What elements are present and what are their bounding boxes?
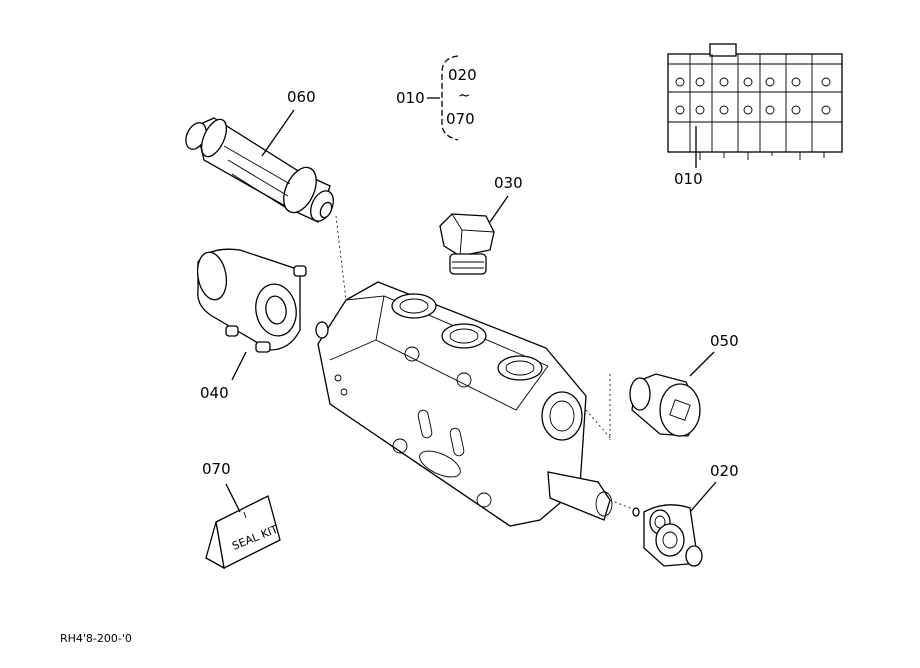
part-040-cover-block: 040 xyxy=(196,248,307,402)
drawing-number: RH4'8-200-'0 xyxy=(60,632,132,645)
valve-assembly-thumbnail: 010 xyxy=(667,43,843,188)
part-range-callout: 010 020 ~ 070 xyxy=(396,55,477,141)
valve-body xyxy=(315,281,613,527)
range-tilde: ~ xyxy=(458,86,471,104)
part-070-seal-kit: SEAL KIT 070 xyxy=(202,460,281,570)
part-010-label: 010 xyxy=(674,170,703,188)
range-end-label: 070 xyxy=(446,110,475,128)
part-020-flange-cover: 020 xyxy=(632,462,739,567)
part-050-cap-plug: 050 xyxy=(629,332,739,437)
part-070-label: 070 xyxy=(202,460,231,478)
part-060-relief-valve: 060 xyxy=(185,88,334,223)
part-020-label: 020 xyxy=(710,462,739,480)
part-030-label: 030 xyxy=(494,174,523,192)
range-start-label: 020 xyxy=(448,66,477,84)
part-040-label: 040 xyxy=(200,384,229,402)
part-060-label: 060 xyxy=(287,88,316,106)
part-050-label: 050 xyxy=(710,332,739,350)
part-030-plug: 030 xyxy=(439,174,523,275)
range-parent-label: 010 xyxy=(396,89,425,107)
